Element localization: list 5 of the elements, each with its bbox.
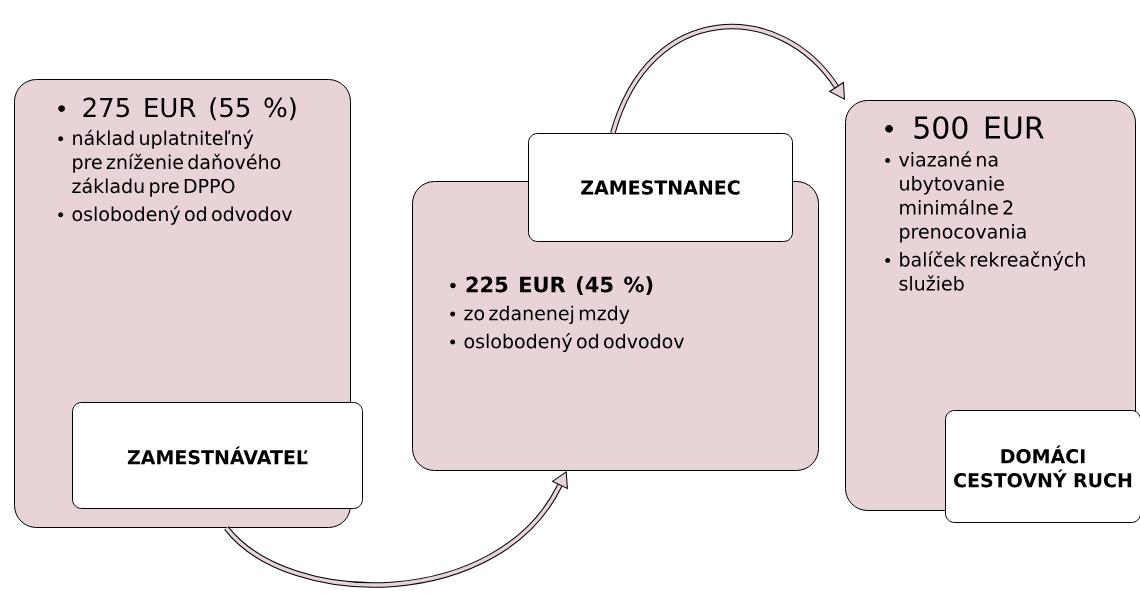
curved-arrow	[610, 24, 845, 134]
label-box: DOMÁCI CESTOVNÝ RUCH	[945, 410, 1140, 523]
curved-arrow	[224, 471, 568, 588]
label-box: ZAMESTNANEC	[528, 133, 793, 242]
node-label: DOMÁCI CESTOVNÝ RUCH	[954, 445, 1132, 488]
